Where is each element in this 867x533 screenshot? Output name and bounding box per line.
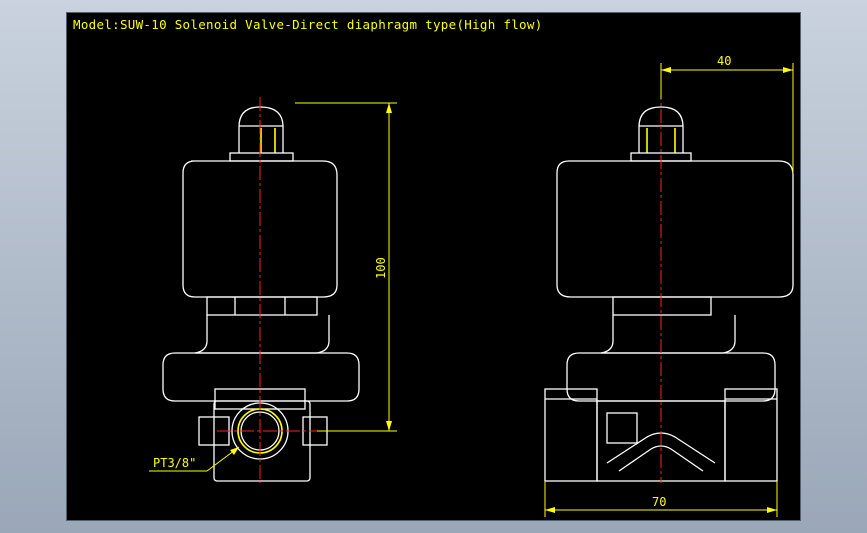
front-view	[162, 97, 360, 483]
thread-leader: PT3/8"	[149, 446, 240, 472]
dimension-width-bottom: 70	[544, 481, 778, 517]
dim-height-label: 100	[374, 257, 388, 279]
dimension-height: 100	[295, 102, 397, 432]
dimension-width-top: 40	[660, 54, 794, 173]
cad-viewport[interactable]: Model:SUW-10 Solenoid Valve-Direct diaph…	[66, 12, 801, 521]
drawing-title: Model:SUW-10 Solenoid Valve-Direct diaph…	[73, 17, 543, 32]
dim-width-top-label: 40	[717, 54, 731, 68]
valve-drawing: 100 PT3/8"	[149, 54, 794, 517]
thread-label: PT3/8"	[153, 456, 196, 470]
side-view	[544, 63, 794, 483]
dim-width-bottom-label: 70	[652, 495, 666, 509]
